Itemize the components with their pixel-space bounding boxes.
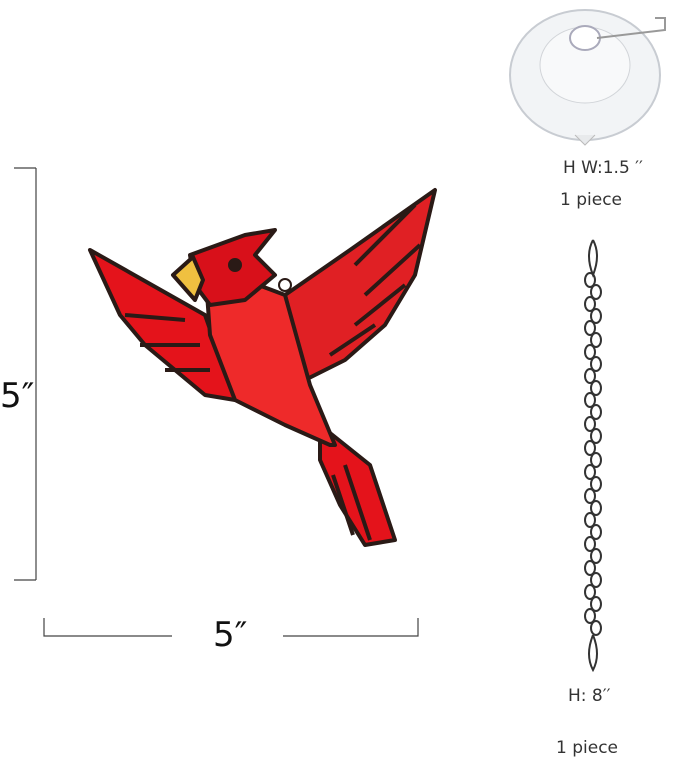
chain-link <box>590 380 602 396</box>
chain-link <box>584 608 596 624</box>
chain-link <box>584 296 596 312</box>
chain-link <box>584 512 596 528</box>
chain-link <box>590 524 602 540</box>
chain-link <box>584 536 596 552</box>
chain-link <box>584 440 596 456</box>
chain-link <box>590 572 602 588</box>
chain-link <box>590 428 602 444</box>
suction-cup-size: H W:1.5 ′′ <box>563 158 643 178</box>
chain-link <box>584 464 596 480</box>
suction-cup-quantity: 1 piece <box>560 190 622 210</box>
suction-cup-image <box>509 9 666 146</box>
chain-link <box>590 308 602 324</box>
height-label: 5″ <box>0 376 35 416</box>
chain-link <box>584 560 596 576</box>
chain-link <box>584 392 596 408</box>
chain-link <box>590 548 602 564</box>
chain-link <box>590 596 602 612</box>
chain-link <box>590 452 602 468</box>
chain-link <box>584 584 596 600</box>
chain-link <box>584 320 596 336</box>
chain-link <box>584 488 596 504</box>
chain-link <box>590 620 602 636</box>
chain-link <box>584 272 596 288</box>
chain-link <box>590 356 602 372</box>
chain-link <box>584 344 596 360</box>
chain-link <box>590 332 602 348</box>
chain-link <box>590 284 602 300</box>
chain-link <box>590 500 602 516</box>
chain-link <box>584 416 596 432</box>
chain-length: H: 8′′ <box>568 686 611 706</box>
chain-quantity: 1 piece <box>556 738 618 758</box>
width-label: 5″ <box>213 615 248 655</box>
chain-link <box>590 404 602 420</box>
chain-image <box>584 239 602 673</box>
chain-link <box>584 368 596 384</box>
chain-link <box>590 476 602 492</box>
cardinal-suncatcher-image <box>88 188 437 547</box>
